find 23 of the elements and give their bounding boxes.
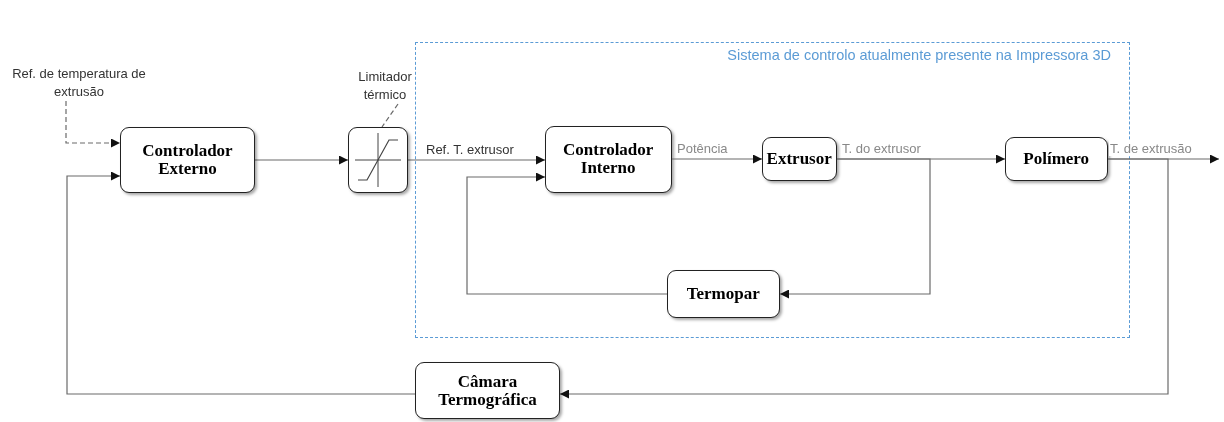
process-box: Extrusor — [761, 136, 837, 181]
limiter-block — [348, 127, 408, 193]
process-box: Termopar — [666, 269, 780, 318]
edge-label: T. do extrusor — [841, 141, 922, 156]
process-box: Polímero — [1004, 136, 1108, 181]
arrow — [559, 158, 1169, 399]
process-box: Câmara Termográfica — [415, 362, 560, 419]
process-box: Controlador Externo — [120, 127, 255, 193]
arrow — [779, 158, 931, 299]
process-box: Controlador Interno — [544, 125, 672, 193]
input-label: Ref. de temperatura de extrusão — [8, 65, 150, 101]
arrow — [254, 155, 349, 165]
edge-label: Potência — [676, 141, 729, 156]
edge-label: Ref. T. extrusor — [425, 142, 515, 157]
arrow — [671, 154, 763, 164]
dashed-arrow — [65, 100, 121, 148]
leader-line — [381, 103, 399, 128]
edge-label: T. de extrusão — [1109, 141, 1193, 156]
arrow — [466, 172, 668, 295]
region-title: Sistema de controlo atualmente presente na Impressora 3D — [727, 47, 1111, 63]
arrow — [407, 155, 546, 165]
annotation-text: Limitador térmico — [350, 68, 420, 104]
arrow — [66, 171, 416, 395]
